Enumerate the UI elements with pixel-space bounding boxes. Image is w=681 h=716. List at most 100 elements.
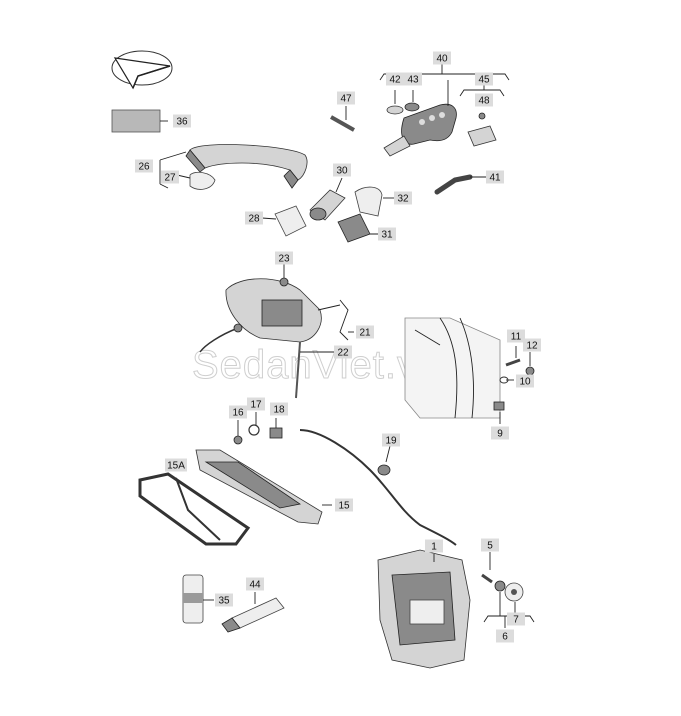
callout-47: 47 [337, 91, 355, 105]
callout-tag [394, 191, 412, 205]
callout-30: 30 [333, 163, 351, 177]
callout-tag [246, 577, 264, 591]
part-41-rod [434, 174, 488, 195]
callout-23: 23 [275, 251, 293, 265]
callout-label: 41 [489, 173, 501, 184]
callout-label: 5 [487, 541, 493, 552]
door-pillar-inset [404, 317, 501, 419]
callout-tag [215, 593, 233, 607]
callout-label: 7 [513, 615, 519, 626]
callout-40: 40 [433, 51, 451, 65]
callout-label: 30 [336, 166, 348, 177]
callout-tag [270, 402, 288, 416]
part-28-gasket [261, 205, 307, 237]
bracket-21 [317, 299, 354, 341]
part-32-cap [354, 186, 394, 217]
callout-tag [491, 426, 509, 440]
callout-15A: 15A [165, 458, 187, 472]
callout-48: 48 [475, 93, 493, 107]
callout-tag [335, 498, 353, 512]
callout-27: 27 [161, 170, 179, 184]
callout-43: 43 [404, 72, 422, 86]
part-22-rod [295, 341, 334, 399]
brackets-40-45 [379, 62, 510, 106]
callout-tag [496, 629, 514, 643]
callout-label: 11 [511, 332, 522, 343]
callout-tag [475, 93, 493, 107]
part-35-tube [182, 574, 214, 624]
callout-label: 40 [436, 54, 448, 65]
callout-tag [378, 227, 396, 241]
part-21-lock-carrier [225, 262, 322, 343]
callout-tag [161, 170, 179, 184]
callout-tag [404, 72, 422, 86]
callout-tag [275, 251, 293, 265]
callout-label: 1 [431, 542, 437, 553]
callout-label: 16 [232, 408, 244, 419]
callout-label: 15 [338, 501, 350, 512]
orientation-arrow-icon [111, 50, 173, 90]
part-19-cable [299, 429, 457, 546]
callout-label: 12 [526, 341, 538, 352]
parts-16-17-18 [233, 412, 283, 445]
callout-tag [382, 433, 400, 447]
part-30-lock-cylinder [309, 177, 346, 221]
part-36-pad [111, 109, 168, 133]
callout-label: 35 [218, 596, 230, 607]
callout-tag [333, 163, 351, 177]
callout-35: 35 [215, 593, 233, 607]
part-45-key-fob [467, 112, 497, 147]
callout-label: 21 [359, 328, 371, 339]
callout-tag [229, 405, 247, 419]
callout-tag [481, 538, 499, 552]
part-47-pin [330, 106, 355, 132]
callout-label: 18 [273, 405, 285, 416]
callout-tag [507, 329, 525, 343]
callout-5: 5 [481, 538, 499, 552]
callout-26: 26 [135, 159, 153, 173]
parts-9-10-11-12 [493, 346, 535, 424]
callout-16: 16 [229, 405, 247, 419]
parts-42-43-batteries [386, 102, 420, 115]
callout-label: 31 [381, 230, 393, 241]
callout-label: 15A [167, 461, 185, 472]
callout-label: 26 [138, 162, 150, 173]
callout-tag [486, 170, 504, 184]
callout-tag [356, 325, 374, 339]
callout-label: 48 [478, 96, 490, 107]
callout-label: 9 [497, 429, 503, 440]
callout-19: 19 [382, 433, 400, 447]
callout-31: 31 [378, 227, 396, 241]
callout-tag [475, 72, 493, 86]
callout-41: 41 [486, 170, 504, 184]
part-15-inner-handle [195, 449, 332, 525]
callout-label: 45 [478, 75, 490, 86]
callout-42: 42 [386, 72, 404, 86]
callout-44: 44 [246, 577, 264, 591]
part-26-exterior-handle [185, 144, 308, 190]
callout-15: 15 [335, 498, 353, 512]
callout-12: 12 [523, 338, 541, 352]
callout-36: 36 [173, 114, 191, 128]
callout-tag [507, 612, 525, 626]
callout-tag [334, 345, 352, 359]
part-1-door-lock [377, 549, 471, 669]
callout-tag [337, 91, 355, 105]
callout-label: 44 [249, 580, 261, 591]
callout-tag [135, 159, 153, 173]
callout-label: 27 [164, 173, 176, 184]
callout-tag [386, 72, 404, 86]
callout-22: 22 [334, 345, 352, 359]
brackets-26-27 [159, 151, 191, 189]
callout-1: 1 [425, 539, 443, 553]
watermark-text: SedanViet.vn [192, 343, 441, 387]
callout-11: 11 [507, 329, 525, 343]
callout-label: 17 [250, 400, 262, 411]
callout-label: 47 [340, 94, 352, 105]
callout-label: 28 [248, 214, 260, 225]
callout-tag [433, 51, 451, 65]
callout-17: 17 [247, 397, 265, 411]
cable-left [199, 323, 243, 353]
part-40-key [383, 103, 457, 157]
